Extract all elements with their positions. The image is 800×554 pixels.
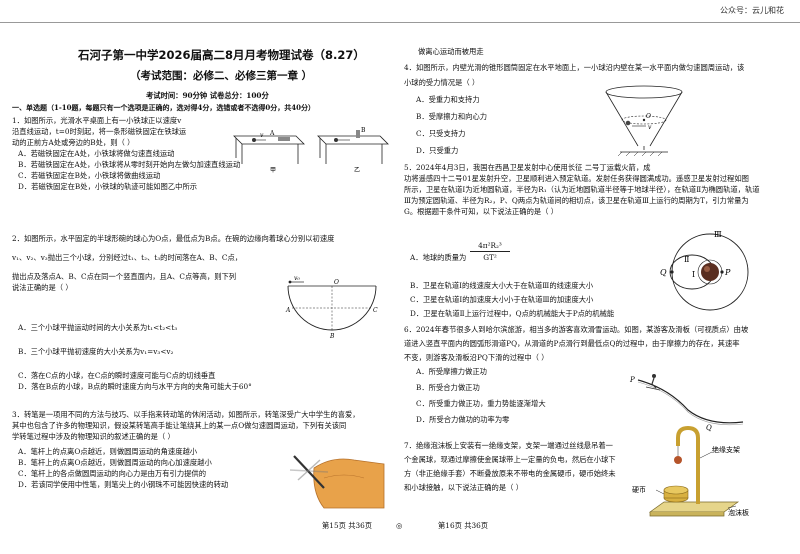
q1-figure: A v 甲 B 乙 — [233, 127, 389, 173]
svg-text:B: B — [329, 333, 335, 340]
option: B．受摩擦力和向心力 — [416, 112, 488, 121]
option: C．只受支持力 — [416, 129, 466, 138]
header-fragment: 做离心运动而被甩走 — [418, 47, 484, 56]
svg-text:绝缘支架: 绝缘支架 — [712, 445, 740, 454]
svg-text:乙: 乙 — [354, 167, 360, 173]
q5-orbit-figure: Ⅲ Ⅱ Ⅰ Q P — [660, 230, 749, 311]
exam-scope: （考试范围：必修二、必修三第一章 ） — [130, 70, 313, 82]
option: C．笔杆上的各点做圆周运动的向心力是由万有引力提供的 — [18, 469, 207, 478]
q5-option-a: A．地球的质量为 — [410, 253, 467, 262]
q7-electroscope-figure: 绝缘支架 硬币 泡沫板 — [632, 425, 749, 517]
svg-text:泡沫板: 泡沫板 — [728, 508, 749, 517]
svg-text:v₀: v₀ — [294, 275, 300, 282]
option: D．卫星在轨道Ⅱ上运行过程中，Q点的机械能大于P点的机械能 — [410, 309, 615, 318]
exam-info: 考试时间：90分钟 试卷总分：100分 — [146, 91, 269, 100]
svg-text:O: O — [334, 279, 339, 286]
option: D．落在B点的小球，B点的瞬时速度方向与水平方向的夹角可能大于60° — [18, 382, 252, 391]
top-bar: 公众号：云儿和花 — [0, 0, 800, 23]
page-separator: ◎ — [396, 521, 403, 530]
svg-text:Ⅲ: Ⅲ — [714, 230, 722, 239]
svg-text:v: v — [260, 132, 264, 139]
table-yi: B 乙 — [317, 127, 389, 173]
svg-text:Ⅱ: Ⅱ — [684, 255, 689, 264]
svg-text:P: P — [724, 268, 731, 277]
svg-text:硬币: 硬币 — [632, 486, 646, 494]
svg-text:P: P — [629, 376, 635, 384]
question-5-options: B．卫星在轨道Ⅰ的线速度大小大于在轨道Ⅲ的线速度大小 C．卫星在轨道Ⅰ的加速度大… — [410, 280, 614, 319]
option: A．所受摩擦力做正功 — [416, 367, 487, 376]
svg-text:v: v — [648, 124, 652, 131]
option: D．只受重力 — [416, 146, 459, 155]
option: D．若该同学使用中性笔，则笔尖上的小钢珠不可能因快速的转动 — [18, 480, 229, 489]
option: B．笔杆上的点离O点越近，则做圆周运动的向心加速度越小 — [18, 458, 212, 467]
option: B．卫星在轨道Ⅰ的线速度大小大于在轨道Ⅲ的线速度大小 — [410, 281, 594, 290]
option: C．落在C点的小球，在C点的瞬时速度可能与C点的切线垂直 — [18, 371, 216, 380]
svg-text:A: A — [285, 307, 291, 314]
exam-title: 石河子第一中学2026届高二8月月考物理试卷（8.27） — [78, 48, 365, 62]
question-7: 7．绝缘泡沫板上安装有一绝缘支架，支架一端通过丝线悬吊着一 个金属球，现通过摩擦… — [404, 441, 616, 492]
question-5: 5．2024年4月3日，我国在西昌卫星发射中心使用长征 二号丁运载火箭，成 功将… — [404, 163, 760, 216]
svg-text:Q: Q — [660, 268, 667, 277]
option: A．若磁铁固定在A处，小铁球将做匀速直线运动 — [18, 149, 175, 158]
option: D．所受合力做功的功率为零 — [416, 415, 510, 424]
option: D．若磁铁固定在B处，小铁球的轨迹可能如图乙中所示 — [18, 182, 198, 191]
svg-text:B: B — [361, 127, 366, 134]
question-3: 3．转笔是一项用不同的方法与技巧、以手指来转动笔的休闲活动，如图所示，转笔深受广… — [12, 410, 360, 489]
question-2: 2．如图所示，水平固定的半球形碗的球心为O点，最低点为B点。在碗的边缘向着球心分… — [12, 234, 335, 292]
option: B．所受合力做正功 — [416, 383, 480, 392]
page-number-left: 第15页 共36页 — [322, 521, 373, 530]
svg-text:C: C — [373, 307, 378, 314]
page-number-right: 第16页 共36页 — [438, 521, 489, 530]
option: B．若磁铁固定在A处，小铁球将从零时刻开始向左做匀加速直线运动 — [18, 160, 241, 169]
option: A．受重力和支持力 — [416, 95, 480, 104]
q6-ski-slope-figure: P Q — [629, 374, 744, 432]
question-1: 1．如图所示，光滑水平桌面上有一小铁球正以速度v 沿直线运动，t=0时刻起，将一… — [12, 116, 241, 191]
svg-text:O: O — [646, 113, 651, 120]
question-4: 4．如图所示，内壁光滑的锥形圆筒固定在水平地面上，一小球沿内壁在某一水平面内做匀… — [404, 63, 745, 155]
q5-mass-formula: 4π²R₂³ GT² — [470, 240, 510, 263]
q3-pen-hand-figure — [289, 455, 385, 509]
option: C．所受重力做正功，重力势能逐渐增大 — [416, 399, 546, 408]
option: A．三个小球平抛运动时间的大小关系为t₁<t₂<t₃ — [18, 323, 178, 332]
question-2-options: A．三个小球平抛运动时间的大小关系为t₁<t₂<t₃ B．三个小球平抛初速度的大… — [18, 322, 252, 392]
option: C．若磁铁固定在B处，小铁球将做曲线运动 — [18, 171, 161, 180]
question-6: 6．2024年春节很多人到哈尔滨旅游，相当多的游客喜欢滑雪运动。如图，某游客及滑… — [404, 325, 749, 424]
section-header: 一、单选题（1-10题，每题只有一个选项是正确的，选对得4分，选错或者不选得0分… — [12, 103, 315, 112]
q4-cone-figure: O v — [605, 85, 683, 157]
svg-text:Q: Q — [706, 424, 712, 432]
option: B．三个小球平抛初速度的大小关系为v₁=v₃<v₂ — [18, 347, 174, 356]
svg-text:Ⅰ: Ⅰ — [692, 270, 695, 279]
skier-icon — [645, 374, 661, 391]
option: A．笔杆上的点离O点越近，则做圆周运动的角速度越小 — [18, 447, 198, 456]
watermark: 公众号：云儿和花 — [720, 6, 784, 15]
svg-text:甲: 甲 — [270, 167, 276, 173]
option: C．卫星在轨道Ⅰ的加速度大小小于在轨道Ⅲ的加速度大小 — [410, 295, 594, 304]
table-jia: A v 甲 — [233, 130, 305, 173]
q2-bowl-figure: v₀ O A C B — [285, 275, 378, 340]
svg-text:A: A — [269, 130, 275, 137]
